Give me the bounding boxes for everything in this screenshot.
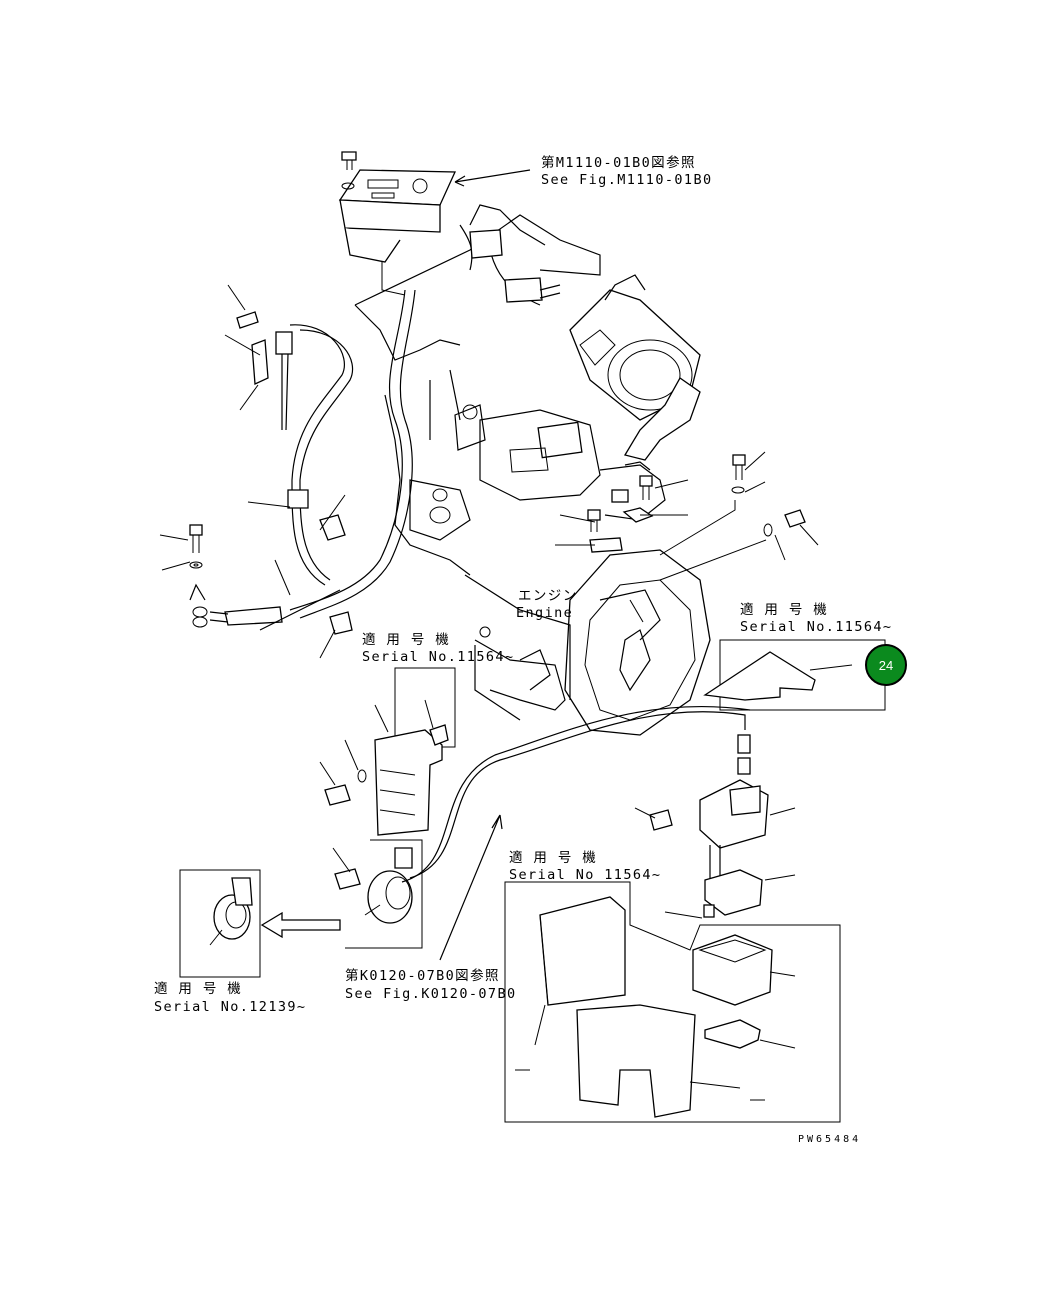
hollow-left-arrow <box>260 911 341 939</box>
drawing-id: PW65484 <box>798 1134 861 1145</box>
monitor-panel <box>338 151 456 296</box>
top-ref-jp: 第M1110-01B0図参照 <box>541 154 696 171</box>
serial-right-en: Serial No.11564~ <box>740 619 892 635</box>
serial-right-jp: 適 用 号 機 <box>740 601 828 618</box>
serial-box-right <box>703 639 886 711</box>
badge-value: 24 <box>879 658 893 673</box>
serial-lower-en: Serial No 11564~ <box>509 867 661 883</box>
serial-horn-en: Serial No.12139~ <box>154 999 306 1015</box>
bottom-ref-en: See Fig.K0120-07B0 <box>345 986 517 1002</box>
fasteners-left <box>189 311 353 635</box>
leader-lines-left <box>159 284 346 659</box>
serial-lower-jp: 適 用 号 機 <box>509 849 597 866</box>
cable <box>409 711 746 879</box>
wiring-harness <box>192 224 561 631</box>
badge-circle <box>865 644 907 686</box>
bottom-ref-jp: 第K0120-07B0図参照 <box>345 967 500 984</box>
serial-mid-en: Serial No.11564~ <box>362 649 514 665</box>
horn-assembly <box>319 739 423 949</box>
solenoid-assembly <box>634 734 796 919</box>
engine-label-jp: エンジン <box>518 588 578 604</box>
serial-mid-jp: 適 用 号 機 <box>362 631 450 648</box>
serial-horn-jp: 適 用 号 機 <box>154 980 242 997</box>
bottom-ref-leader <box>439 814 503 961</box>
badge-24: 24 <box>865 644 907 686</box>
serial-box-lower <box>504 881 841 1123</box>
engine-assembly <box>354 204 711 736</box>
engine-label-en: Engine <box>516 605 573 621</box>
leader-lines-right <box>555 451 819 623</box>
top-ref-en: See Fig.M1110-01B0 <box>541 172 713 188</box>
top-ref-leader <box>454 169 531 187</box>
serial-box-mid <box>374 667 456 836</box>
fasteners-right <box>587 454 806 581</box>
serial-box-horn <box>179 869 261 978</box>
